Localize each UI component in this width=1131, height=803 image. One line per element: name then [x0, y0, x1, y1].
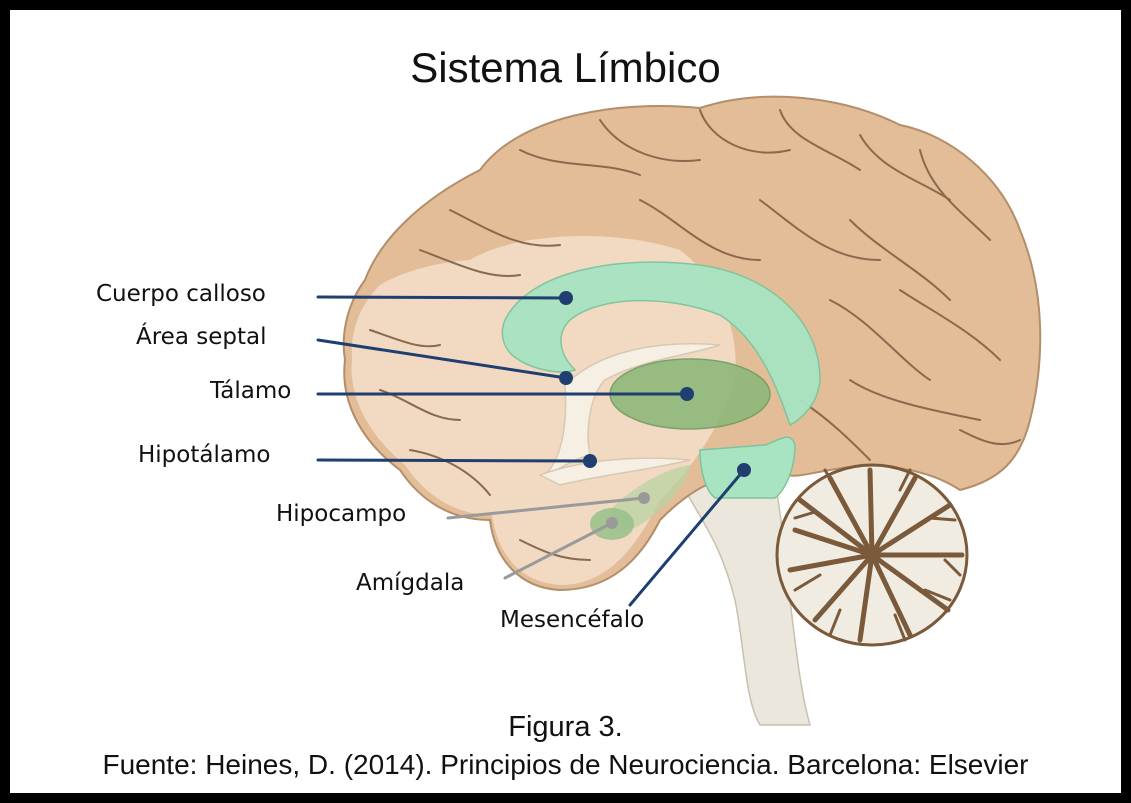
- sulci-lines: [369, 109, 1021, 561]
- dot-area-septal: [559, 371, 573, 385]
- hippocampus: [610, 465, 690, 530]
- dot-hipocampo: [638, 492, 650, 504]
- pointer-area-septal: [316, 338, 568, 380]
- pointer-cuerpo-calloso: [316, 295, 568, 300]
- pointer-hipocampo: [446, 496, 646, 520]
- label-talamo: Tálamo: [210, 378, 292, 404]
- label-area-septal: Área septal: [136, 324, 267, 350]
- dot-amigdala: [606, 517, 618, 529]
- pointer-mesencefalo: [628, 468, 746, 607]
- dot-mesencefalo: [737, 463, 751, 477]
- pointer-lines: [316, 295, 746, 607]
- dot-talamo: [680, 387, 694, 401]
- cerebellum: [775, 463, 969, 647]
- pointer-dots: [559, 291, 751, 529]
- dot-hipotalamo: [583, 454, 597, 468]
- label-cuerpo-calloso: Cuerpo calloso: [96, 281, 266, 307]
- pointer-amigdala: [503, 521, 614, 580]
- label-hipocampo: Hipocampo: [276, 501, 407, 527]
- pointer-hipotalamo: [316, 458, 592, 463]
- dot-cuerpo-calloso: [559, 291, 573, 305]
- label-hipotalamo: Hipotálamo: [138, 442, 271, 468]
- label-mesencefalo: Mesencéfalo: [500, 607, 645, 633]
- diagram-title: Sistema Límbico: [410, 44, 721, 91]
- label-amigdala: Amígdala: [356, 570, 465, 596]
- source-citation: Fuente: Heines, D. (2014). Principios de…: [102, 749, 1029, 780]
- corpus-callosum: [501, 261, 821, 427]
- hypothalamic-sulcus: [538, 457, 691, 486]
- figure-number: Figura 3.: [508, 711, 623, 743]
